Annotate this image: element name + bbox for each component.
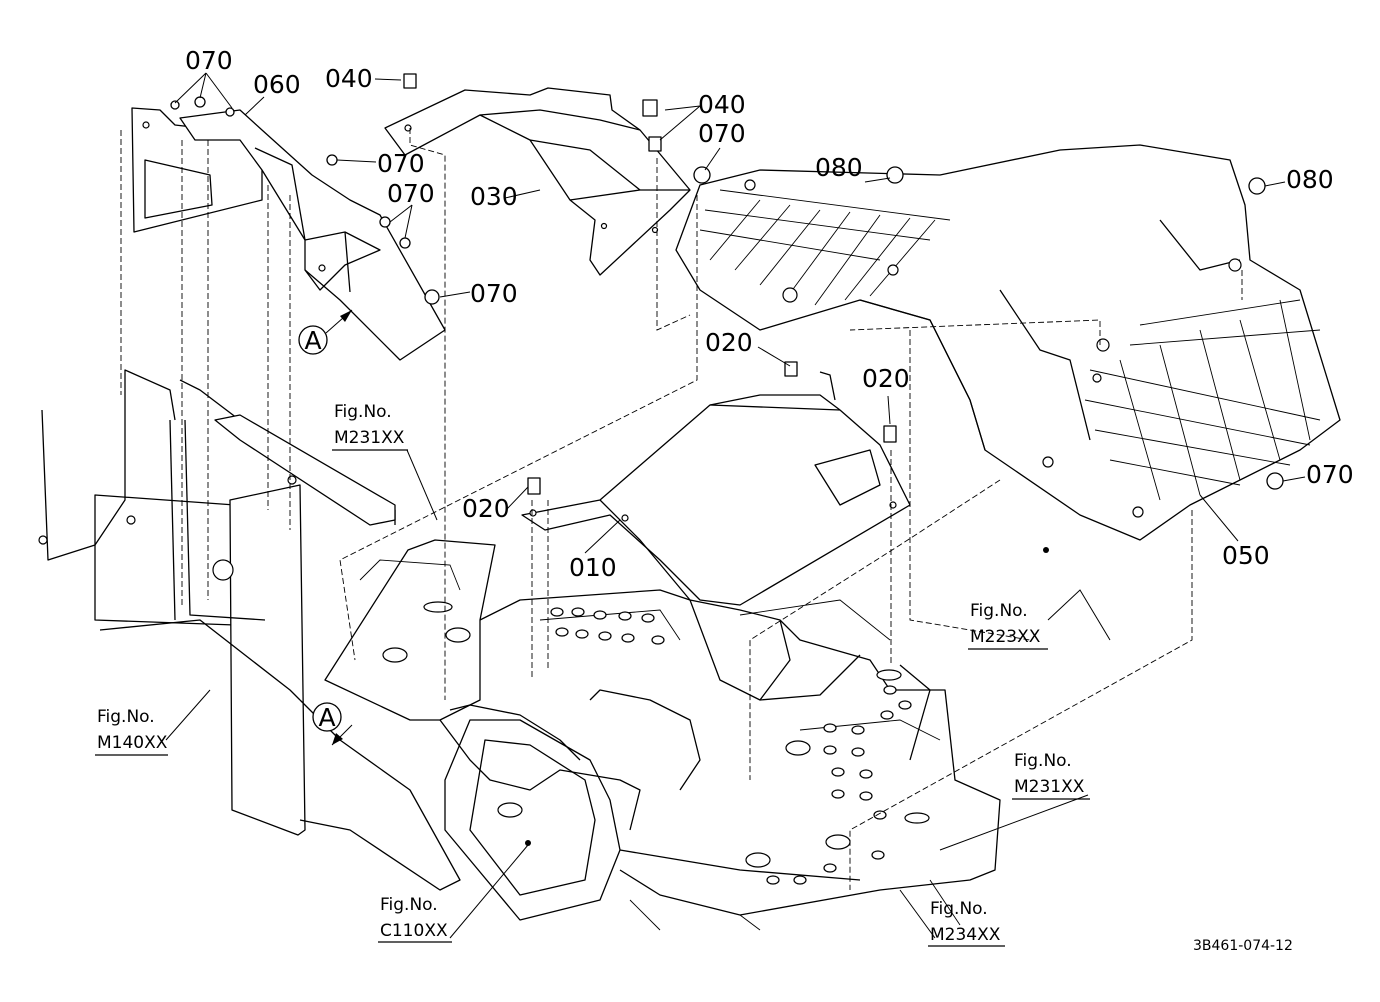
part-label-020-left: 020 [462,494,510,523]
fig-prefix: Fig.No. [930,899,988,919]
figure-reference-m234: Fig.No. M234XX [928,899,1005,947]
part-label-010: 010 [569,553,617,582]
section-marker-a-top: A [298,309,353,355]
reference-leaders [165,449,1111,939]
drawing-code: 3B461-074-12 [1193,938,1293,954]
part-060-left-cover [131,107,446,361]
part-050-floor-mat [675,144,1341,541]
figure-reference-m231-top: Fig.No. M231XX [332,402,408,451]
figure-reference-m223: Fig.No. M223XX [968,601,1048,650]
figure-reference-c110: Fig.No. C110XX [378,895,452,943]
part-label-060: 060 [253,70,301,99]
part-label-070-lower: 070 [470,279,518,308]
part-label-020-top: 020 [705,328,753,357]
part-label-070-mid-top: 070 [698,119,746,148]
fig-number-m234: M234XX [930,925,1001,945]
fig-prefix: Fig.No. [97,707,155,727]
part-label-070-mid-left: 070 [377,149,425,178]
section-marker-a-bottom-label: A [318,703,335,732]
fig-number-m231-right: M231XX [1014,777,1085,797]
fig-prefix: Fig.No. [334,402,392,422]
figure-reference-m231-right: Fig.No. M231XX [1012,751,1090,800]
part-label-070-right: 070 [1306,460,1354,489]
part-label-080-right: 080 [1286,165,1334,194]
fig-number-c110: C110XX [380,921,448,941]
fig-prefix: Fig.No. [1014,751,1072,771]
fig-number-m140: M140XX [97,733,168,753]
fig-number-m231-top: M231XX [334,428,405,448]
left-frame-assembly [38,369,461,891]
section-marker-a-top-label: A [304,326,321,355]
section-marker-a-bottom: A [312,702,353,746]
fasteners [170,73,1284,495]
part-label-040-right: 040 [698,90,746,119]
fig-prefix: Fig.No. [970,601,1028,621]
part-label-070-top-left: 070 [185,46,233,75]
part-030-top-cover [384,87,691,276]
fig-prefix: Fig.No. [380,895,438,915]
part-label-030: 030 [470,182,518,211]
part-label-020-right: 020 [862,364,910,393]
guide-lines [120,128,1243,890]
part-label-050: 050 [1222,541,1270,570]
center-floor-chassis [324,539,1001,931]
part-labels: 070 060 040 040 070 070 070 030 070 080 … [185,46,1354,582]
part-010-tunnel-cover [521,371,911,606]
part-leaders [174,72,1306,554]
part-label-070-mid: 070 [387,179,435,208]
figure-reference-m140: Fig.No. M140XX [95,707,168,756]
fig-number-m223: M223XX [970,627,1041,647]
part-label-040-left: 040 [325,64,373,93]
floor-holes [382,601,930,885]
part-label-080-center: 080 [815,153,863,182]
